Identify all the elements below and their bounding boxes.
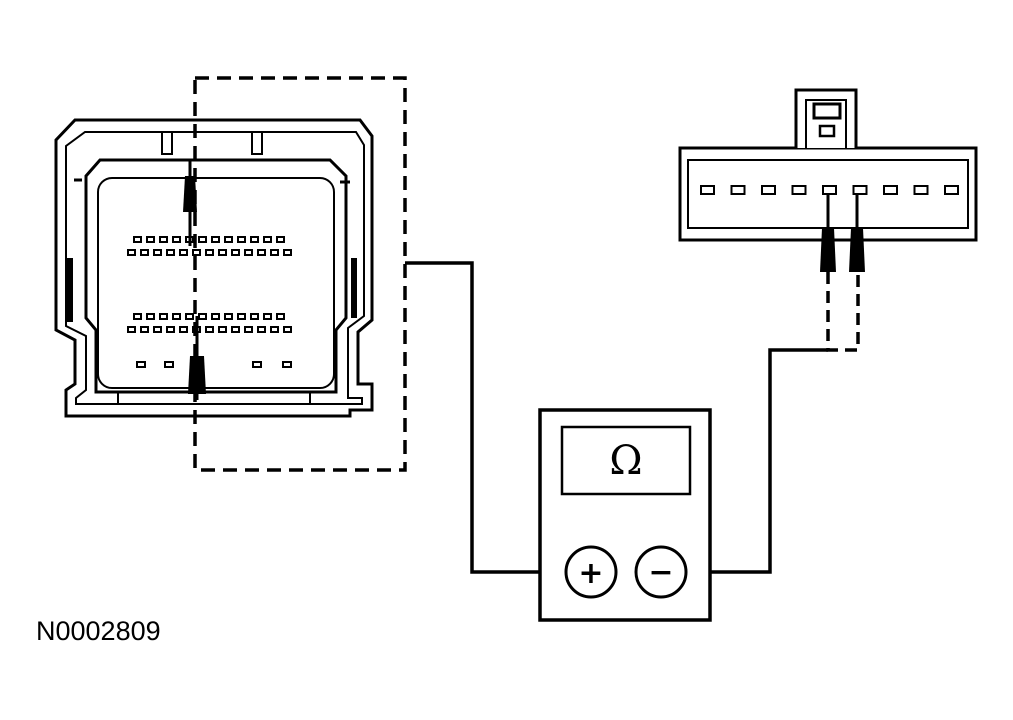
module-pin: [133, 236, 142, 243]
module-pin: [250, 313, 259, 320]
negative-lead-wire: [686, 348, 828, 574]
module-pin: [146, 236, 155, 243]
module-connector-face: [84, 158, 348, 394]
module-pin: [263, 236, 272, 243]
module-pin: [127, 249, 136, 256]
module-pin: [133, 313, 142, 320]
module-pin: [166, 326, 175, 333]
module-pin: [224, 313, 233, 320]
module-pin: [198, 313, 207, 320]
module-pin: [283, 249, 292, 256]
module-pin: [164, 361, 174, 368]
module-connector: [54, 118, 374, 418]
negative-terminal-label: −: [648, 555, 673, 590]
component-pin: [700, 185, 715, 195]
module-pin: [237, 313, 246, 320]
positive-terminal: [564, 545, 618, 599]
module-pin: [153, 326, 162, 333]
negative-terminal: [634, 545, 688, 599]
module-pin: [270, 326, 279, 333]
module-pin: [276, 236, 285, 243]
module-pin: [270, 249, 279, 256]
module-pin: [146, 313, 155, 320]
module-pin: [198, 236, 207, 243]
module-pin: [159, 236, 168, 243]
module-pin: [231, 326, 240, 333]
module-pin: [244, 326, 253, 333]
module-connector-pins: [127, 236, 292, 368]
component-pin: [791, 185, 807, 195]
module-connector-tab-left: [161, 131, 173, 155]
component-pin: [730, 185, 746, 195]
ohmmeter-display: [560, 425, 692, 496]
module-connector-housing-inner: [65, 131, 365, 405]
component-probe-right: [849, 194, 865, 272]
module-pin: [218, 249, 227, 256]
module-pin: [263, 313, 272, 320]
module-pin: [192, 249, 201, 256]
module-pin: [205, 249, 214, 256]
component-pin: [852, 185, 868, 195]
module-pin: [172, 313, 181, 320]
module-pin: [136, 361, 146, 368]
module-pin: [283, 326, 292, 333]
component-probe-jumper: [826, 272, 860, 352]
component-pin: [822, 185, 837, 195]
module-connector-tab-right: [251, 131, 263, 155]
module-connector-housing-outer: [54, 118, 374, 418]
module-pin: [166, 249, 175, 256]
component-pin: [761, 185, 776, 195]
module-pin: [153, 249, 162, 256]
module-pin: [172, 236, 181, 243]
module-pin: [244, 249, 253, 256]
component-connector-latch-window: [812, 102, 842, 120]
ohmmeter-display-symbol: Ω: [609, 438, 642, 484]
positive-lead-wire: [405, 261, 566, 574]
component-pin: [944, 185, 959, 195]
figure-id-label: N0002809: [36, 616, 161, 646]
component-pin: [913, 185, 929, 195]
module-pin: [211, 313, 220, 320]
module-probe-lower: [188, 316, 206, 400]
module-pin: [276, 313, 285, 320]
module-pin: [179, 249, 188, 256]
component-connector-latch-inner: [805, 99, 847, 148]
module-pin: [185, 313, 194, 320]
module-pin: [179, 326, 188, 333]
module-connector-face-inner: [97, 177, 335, 389]
component-probe-left: [820, 194, 836, 272]
module-pin: [140, 249, 149, 256]
module-pin: [237, 236, 246, 243]
component-pin: [883, 185, 898, 195]
module-pin: [224, 236, 233, 243]
component-connector-latch-slot: [818, 124, 836, 138]
module-pin: [282, 361, 292, 368]
module-dashed-outline: [193, 76, 407, 472]
module-pin: [257, 326, 266, 333]
module-pin: [205, 326, 214, 333]
module-pin: [127, 326, 136, 333]
module-pin: [218, 326, 227, 333]
module-probe-upper: [183, 160, 197, 246]
module-pin: [211, 236, 220, 243]
module-pin: [140, 326, 149, 333]
module-pin: [250, 236, 259, 243]
positive-terminal-label: +: [578, 556, 603, 591]
ohmmeter: Ω + −: [538, 408, 712, 622]
module-pin: [231, 249, 240, 256]
module-pin: [252, 361, 262, 368]
component-connector-pins: [700, 185, 959, 195]
module-pin: [159, 313, 168, 320]
module-pin: [257, 249, 266, 256]
